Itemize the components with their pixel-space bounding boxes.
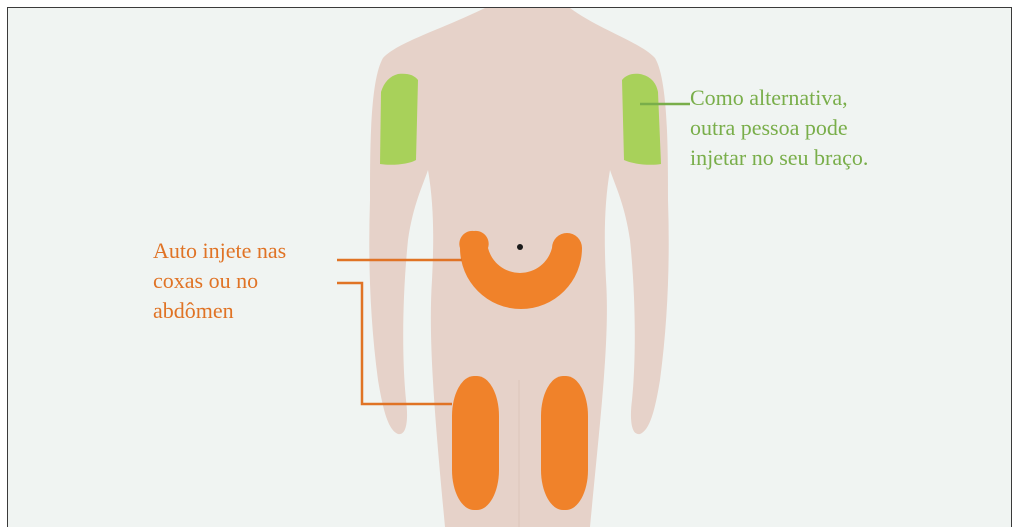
self-note-line-3: abdômen [153, 296, 286, 326]
right-upper-arm-zone [380, 74, 418, 165]
left-upper-arm-zone [622, 74, 661, 165]
self-injection-note: Auto injete nas coxas ou no abdômen [153, 236, 286, 326]
navel [517, 244, 523, 250]
self-note-line-1: Auto injete nas [153, 236, 286, 266]
arm-note-line-1: Como alternativa, [690, 83, 868, 113]
arm-note-line-2: outra pessoa pode [690, 113, 868, 143]
arm-injection-note: Como alternativa, outra pessoa pode inje… [690, 83, 868, 173]
self-note-line-2: coxas ou no [153, 266, 286, 296]
left-thigh-zone [541, 376, 588, 510]
right-thigh-zone [452, 376, 499, 510]
arm-note-line-3: injetar no seu braço. [690, 143, 868, 173]
